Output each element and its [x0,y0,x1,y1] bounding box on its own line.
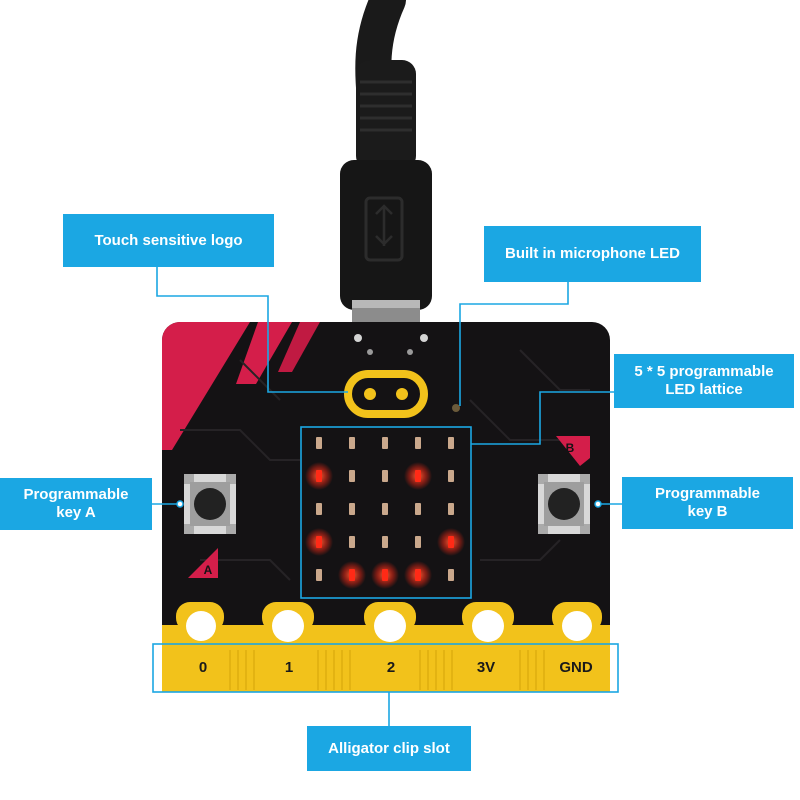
pin-label-0: 0 [199,659,207,676]
pin-hole-3v [472,610,504,642]
leader-touch-logo [156,267,348,393]
led-r1-c3-on [415,470,421,482]
button-b-mark: B [566,441,575,455]
led-r4-c3-on [415,569,421,581]
pin-hole-2 [374,610,406,642]
callout-touch-logo: Touch sensitive logo [63,214,274,267]
callout-key-b-line2: key B [687,503,728,520]
led-r2-c0-off [316,503,322,515]
led-r3-c1-off [349,536,355,548]
button-a[interactable] [184,474,236,534]
led-matrix [305,437,465,589]
led-r1-c2-off [382,470,388,482]
pin-label-3v: 3V [477,659,495,676]
callout-led-lattice-line1: 5 * 5 programmable [634,363,774,380]
led-r0-c3-off [415,437,421,449]
led-r4-c1-on [349,569,355,581]
callout-led-lattice: 5 * 5 programmable LED lattice [614,354,794,408]
callout-led-lattice-line2: LED lattice [665,381,743,398]
led-r0-c1-off [349,437,355,449]
leader-led-lattice [471,391,614,445]
microphone-led [452,404,460,412]
pin-label-gnd: GND [559,659,593,676]
pin-label-2: 2 [387,659,395,676]
clip-slot-frame [152,643,619,693]
micro-usb-plug-icon [340,60,432,334]
callout-key-b: Programmable key B [622,477,793,529]
callout-key-b-line1: Programmable [654,485,761,502]
led-r0-c2-off [382,437,388,449]
led-r3-c4-on [448,536,454,548]
led-r2-c2-off [382,503,388,515]
pin-hole-gnd [562,611,592,641]
led-r2-c1-off [349,503,355,515]
callout-clip-slot-text: Alligator clip slot [328,739,450,757]
led-r3-c3-off [415,536,421,548]
led-r1-c0-on [316,470,322,482]
leader-lines [152,267,622,726]
led-r2-c4-off [448,503,454,515]
pin-hole-1 [272,610,304,642]
callout-key-a-line1: Programmable [23,486,129,503]
led-r1-c1-off [349,470,355,482]
led-r3-c0-on [316,536,322,548]
pin-label-1: 1 [285,659,293,676]
callout-touch-logo-text: Touch sensitive logo [94,231,243,249]
callout-key-a: Programmable key A [0,478,152,530]
leader-microphone [459,282,569,406]
callout-microphone-led-text: Built in microphone LED [505,245,680,262]
touch-logo-icon [344,370,428,418]
led-r4-c0-off [316,569,322,581]
led-r2-c3-off [415,503,421,515]
callout-microphone-led: Built in microphone LED [484,226,701,282]
led-r1-c4-off [448,470,454,482]
pin-hole-0 [186,611,216,641]
led-r0-c4-off [448,437,454,449]
led-matrix-frame [300,426,472,599]
callout-clip-slot: Alligator clip slot [307,726,471,771]
led-r0-c0-off [316,437,322,449]
button-a-mark: A [204,563,213,577]
button-b[interactable] [538,474,590,534]
led-r4-c2-on [382,569,388,581]
led-r4-c4-off [448,569,454,581]
microbit-board: 0 1 2 3V GND [162,322,610,692]
led-r3-c2-off [382,536,388,548]
callout-key-a-line2: key A [56,504,96,521]
